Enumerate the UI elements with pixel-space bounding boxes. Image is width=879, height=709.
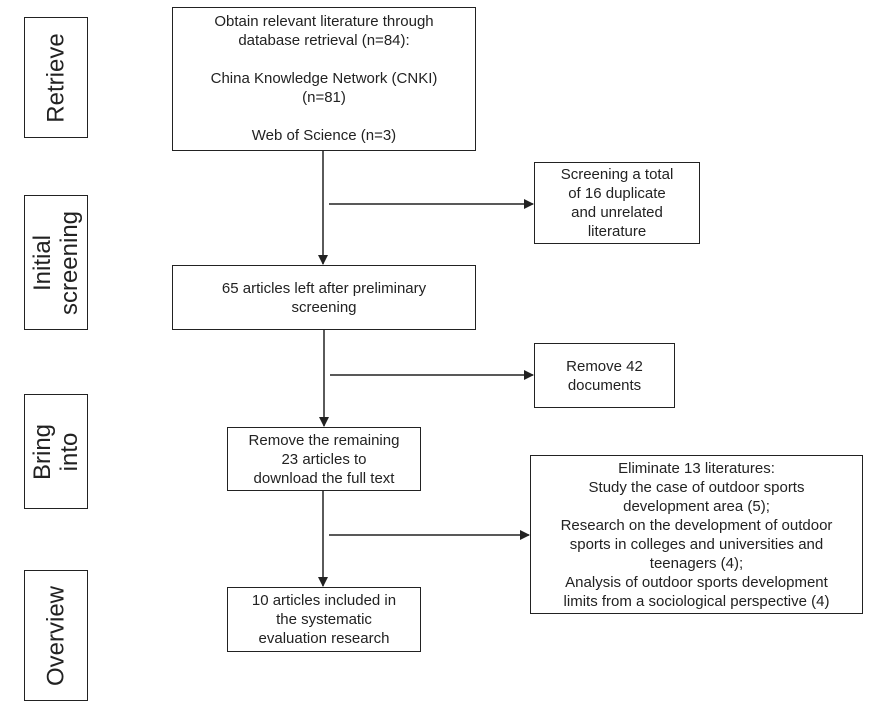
box-preliminary: 65 articles left after preliminary scree… <box>172 265 476 330</box>
box-retrieval: Obtain relevant literature through datab… <box>172 7 476 151</box>
box-included: 10 articles included in the systematic e… <box>227 587 421 652</box>
box-duplicates: Screening a total of 16 duplicate and un… <box>534 162 700 244</box>
stage-overview: Overview <box>24 570 88 701</box>
stage-initial-screening: Initial screening <box>24 195 88 330</box>
stage-bring-into: Bring into <box>24 394 88 509</box>
box-eliminated: Eliminate 13 literatures: Study the case… <box>530 455 863 614</box>
box-full-text: Remove the remaining 23 articles to down… <box>227 427 421 491</box>
stage-retrieve: Retrieve <box>24 17 88 138</box>
box-removed: Remove 42 documents <box>534 343 675 408</box>
